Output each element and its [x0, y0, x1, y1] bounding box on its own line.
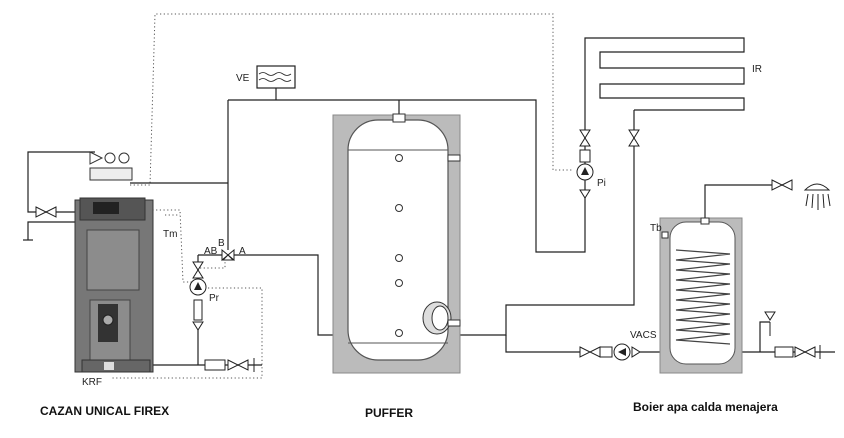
dhw-pump-line	[579, 343, 641, 361]
label-tm: Tm	[163, 229, 177, 240]
label-a: A	[239, 246, 246, 257]
label-ve: VE	[236, 73, 250, 84]
caption-puffer: PUFFER	[365, 406, 413, 420]
caption-boiler: CAZAN UNICAL FIREX	[40, 404, 169, 418]
label-tb: Tb	[650, 223, 662, 234]
safety-valve	[35, 206, 57, 218]
label-b: B	[218, 238, 225, 249]
cold-inlet-valves	[764, 311, 821, 359]
dhw-tank	[659, 217, 743, 374]
boiler	[74, 151, 154, 373]
pipes	[23, 37, 835, 366]
label-ab: AB	[204, 246, 218, 257]
label-vacs: VACS	[630, 330, 657, 341]
label-krf: KRF	[82, 377, 102, 388]
return-valves	[204, 358, 255, 372]
shower-head	[771, 179, 831, 210]
mixing-valve	[221, 248, 235, 262]
expansion-vessel	[256, 65, 296, 89]
pump-pr	[189, 261, 207, 331]
puffer-tank	[332, 113, 461, 374]
ir-return-valve	[628, 129, 640, 147]
label-pr: Pr	[209, 293, 220, 304]
caption-dhw: Boier apa calda menajera	[633, 400, 778, 414]
label-pi: Pi	[597, 178, 606, 189]
pump-pi	[576, 129, 594, 199]
label-ir: IR	[752, 64, 762, 75]
